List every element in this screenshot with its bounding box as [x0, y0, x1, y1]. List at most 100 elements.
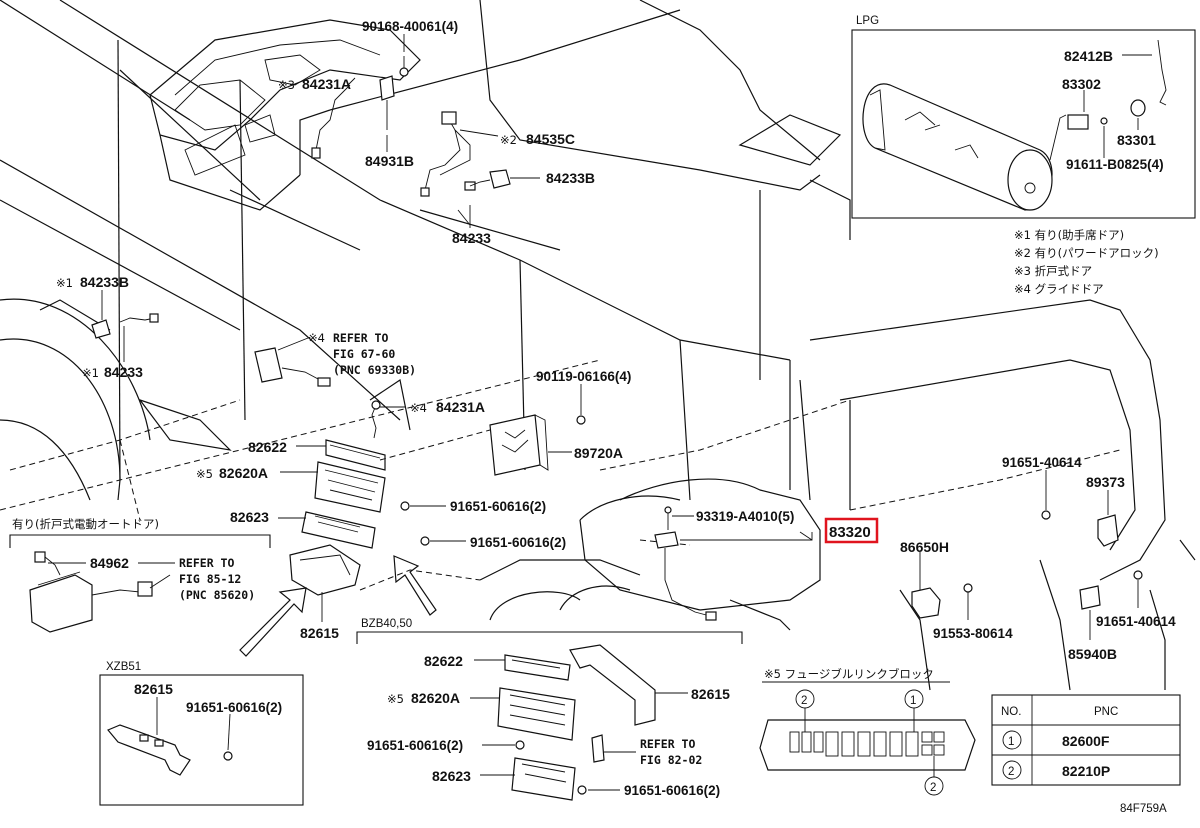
label-89373: 89373	[1086, 474, 1125, 490]
lpg-box	[851, 29, 1196, 219]
label-91651-40614-right: 91651-40614	[1096, 614, 1176, 629]
callout-1-top: 1	[904, 689, 924, 732]
callout-2-bottom: 2	[924, 756, 944, 796]
bracket-xzb51	[107, 724, 233, 776]
label-89720A: 89720A	[574, 445, 623, 461]
door-switch-icon	[379, 75, 395, 130]
pnc-table: NO. PNC 1 82600F 2 82210P	[991, 694, 1181, 786]
label-bzb-82622: 82622	[424, 653, 463, 669]
xzb51-box	[99, 674, 304, 806]
label-bzb-82620A: 82620A	[411, 690, 460, 706]
callout-2-bottom-text: 2	[930, 782, 936, 794]
note-mark-5a: ※5	[196, 467, 213, 481]
label-83302: 83302	[1062, 76, 1101, 92]
lpg-tank	[862, 39, 1167, 211]
label-bzb-91651-b: 91651-60616(2)	[624, 783, 720, 798]
note-mark-1b: ※1	[82, 366, 99, 380]
note-4: ※4 グライドドア	[1014, 282, 1104, 296]
note-mark-3: ※3	[278, 78, 295, 92]
label-84231A-3: 84231A	[302, 76, 351, 92]
top-parts	[311, 34, 540, 226]
bolt-icon	[1133, 570, 1143, 580]
label-91651-b: 91651-60616(2)	[470, 535, 566, 550]
diagram-code: 84F759A	[1120, 803, 1167, 815]
door-switch-4-icon	[371, 400, 381, 439]
note-mark-5b: ※5	[387, 692, 404, 706]
label-84962: 84962	[90, 555, 129, 571]
label-bzb-82615: 82615	[691, 686, 730, 702]
lpg-title: LPG	[856, 15, 879, 27]
bolt-icon	[223, 751, 233, 761]
note-mark-4a: ※4	[308, 331, 325, 345]
label-91611: 91611-B0825(4)	[1066, 157, 1164, 172]
connector-icon	[469, 169, 511, 189]
fusible-title: ※5 フュージブルリンクブロック	[764, 667, 934, 681]
label-84233B-left: 84233B	[80, 274, 129, 290]
label-91553: 91553-80614	[933, 626, 1013, 641]
bzb-title: BZB40,50	[361, 618, 412, 630]
label-86650H: 86650H	[900, 539, 949, 555]
fusible-link-block	[759, 719, 976, 771]
label-90168: 90168-40061(4)	[362, 19, 458, 34]
bolt-icon	[1041, 510, 1051, 520]
pnc-row2-pnc: 82210P	[1062, 763, 1110, 779]
label-84233-left: 84233	[104, 364, 143, 380]
pnc-header-no: NO.	[1001, 706, 1021, 718]
wire-harness-icon	[420, 111, 476, 197]
refer-82-line1: REFER TO	[640, 737, 695, 751]
label-82623: 82623	[230, 509, 269, 525]
refer-85-line1: REFER TO	[179, 556, 234, 570]
bolt-icon	[515, 740, 525, 750]
left-parts	[91, 290, 159, 362]
label-83320[interactable]: 83320	[829, 524, 871, 541]
highlight-box-83320[interactable]	[824, 517, 879, 544]
auto-door-title: 有り(折戸式電動オートドア)	[12, 517, 159, 531]
label-82412B: 82412B	[1064, 48, 1113, 64]
callout-2-top-text: 2	[801, 695, 807, 707]
note-mark-4b: ※4	[410, 401, 427, 415]
pnc-row1-pnc: 82600F	[1062, 733, 1110, 749]
vehicle-body-art	[0, 0, 1196, 691]
label-91651-a: 91651-60616(2)	[450, 499, 546, 514]
refer-82-line2: FIG 82-02	[640, 753, 702, 767]
label-84233B-top: 84233B	[546, 170, 595, 186]
xzb51-title: XZB51	[106, 661, 141, 673]
label-85940B: 85940B	[1068, 646, 1117, 662]
label-90119: 90119-06166(4)	[536, 369, 631, 384]
arrow-indicator	[393, 555, 437, 616]
label-91651-40614-top: 91651-40614	[1002, 455, 1082, 470]
note-1: ※1 有り(助手席ドア)	[1014, 228, 1124, 242]
ecu-module	[489, 414, 586, 476]
label-84535C: 84535C	[526, 131, 575, 147]
bolt-icon	[576, 415, 586, 425]
pnc-row1-no: 1	[1008, 736, 1014, 748]
arrow-indicator	[239, 587, 307, 657]
label-bzb-91651-a: 91651-60616(2)	[367, 738, 463, 753]
note-2: ※2 有り(パワードアロック)	[1014, 246, 1159, 260]
note-3: ※3 折戸式ドア	[1014, 264, 1092, 278]
glide-door-switch	[254, 347, 331, 387]
junction-block	[289, 439, 430, 596]
bzb-bracket-line	[356, 631, 743, 644]
label-84231A-4: 84231A	[436, 399, 485, 415]
label-93319: 93319-A4010(5)	[696, 509, 794, 524]
right-parts	[911, 510, 1143, 619]
label-82622: 82622	[248, 439, 287, 455]
label-bzb-82623: 82623	[432, 768, 471, 784]
callout-1-top-text: 1	[910, 695, 916, 707]
refer-67-line1: REFER TO	[333, 331, 388, 345]
pnc-row2-no: 2	[1008, 766, 1014, 778]
refer-67-line2: FIG 67-60	[333, 347, 395, 361]
bolt-icon	[420, 536, 430, 546]
bolt-icon	[963, 583, 973, 593]
note-mark-1a: ※1	[56, 276, 73, 290]
door-motor	[29, 551, 153, 633]
bolt-icon	[399, 56, 409, 77]
note-mark-2: ※2	[500, 133, 517, 147]
label-84233: 84233	[452, 230, 491, 246]
refer-85-line3: (PNC 85620)	[179, 588, 255, 602]
refer-85-line2: FIG 85-12	[179, 572, 241, 586]
callout-2-top: 2	[795, 689, 815, 732]
